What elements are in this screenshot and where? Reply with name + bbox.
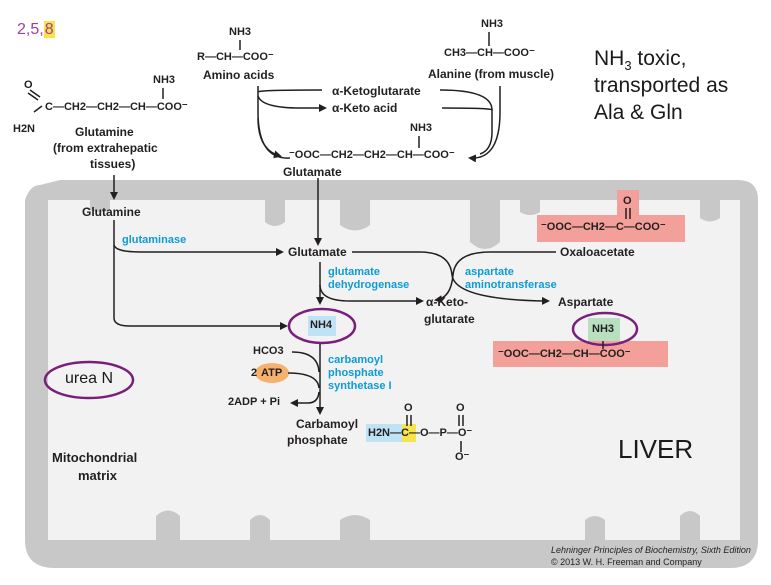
glutamate-dehydrogenase-line1: glutamate [328, 266, 380, 278]
glutamine-top-name3: tissues) [90, 157, 136, 171]
alpha-ketoglutarate-label: α-Ketoglutarate [332, 84, 421, 98]
glutamate-top-nh3: NH3 [410, 122, 433, 134]
glutamine-matrix-label: Glutamine [82, 205, 141, 219]
oxaloacetate-chain: ⁻OOC—CH2—C—COO⁻ [541, 221, 666, 233]
credit-line1: Lehninger Principles of Biochemistry, Si… [551, 545, 751, 555]
amino-acids-nh3: NH3 [229, 26, 252, 38]
nh4-circle [287, 307, 357, 345]
alpha-keto-acid-label: α-Keto acid [332, 101, 398, 115]
aspartate-nh3-highlight [588, 318, 620, 341]
aspartate-nh3-circle [571, 311, 639, 347]
atp-highlight [255, 363, 289, 383]
alanine-chain: CH3—CH—COO⁻ [444, 47, 535, 59]
nh3-note-sub: 3 [624, 58, 632, 74]
urea-n-circle [43, 360, 135, 400]
carbamoyl-structure: H2N—C—O—P—O⁻ [368, 427, 473, 439]
slide-tag-highlight: 8 [43, 21, 55, 38]
glutamate-dehydrogenase-line2: dehydrogenase [328, 279, 410, 291]
amino-acids-chain: R—CH—COO⁻ [197, 51, 274, 63]
alpha-ketoglutarate-matrix-line1: α-Keto- [426, 295, 469, 309]
carbamoyl-o-top: O [404, 402, 413, 414]
carbamoyl-c-highlight [402, 424, 416, 442]
hco3-label: HCO3 [253, 345, 284, 357]
oxaloacetate-o: O [623, 195, 632, 207]
nh4-highlight [308, 316, 336, 336]
glutamine-top-name1: Glutamine [75, 125, 134, 139]
carbamoyl-h2n-highlight [366, 424, 402, 442]
slide-tag: 2,5,8 [17, 21, 55, 38]
urea-n-label: urea N [65, 370, 114, 387]
nh3-note-line3: Ala & Gln [594, 101, 683, 124]
phosphate-o-top: O [456, 402, 465, 414]
nh3-note-nh: NH [594, 47, 625, 70]
glutamine-top-h2n: H2N [13, 123, 36, 135]
nh4-label: NH4 [310, 319, 333, 331]
aspartate-name: Aspartate [558, 295, 614, 309]
mitochondrion-matrix [48, 200, 740, 540]
glutamate-top-chain: ⁻OOC—CH2—CH2—CH—COO⁻ [289, 149, 455, 161]
glutaminase-label: glutaminase [122, 234, 187, 246]
cps1-line1: carbamoyl [328, 354, 384, 366]
alanine-name: Alanine (from muscle) [428, 67, 555, 81]
cps1-line2: phosphate [328, 367, 384, 379]
amino-acids-name: Amino acids [203, 68, 275, 82]
glutamine-top-nh3: NH3 [153, 74, 176, 86]
phosphate-o-bottom: O⁻ [455, 451, 470, 463]
oxaloacetate-highlight [537, 215, 685, 242]
nh3-note-line2: transported as [594, 74, 729, 97]
adp-label: 2ADP + Pi [228, 396, 281, 408]
glutamate-top-name: Glutamate [283, 165, 342, 179]
aspartate-highlight [493, 341, 668, 367]
atp-coef: 2 [251, 367, 258, 379]
cps1-line3: synthetase I [328, 380, 392, 392]
matrix-label-line1: Mitochondrial [52, 450, 138, 465]
glutamine-top-o: O [24, 79, 33, 91]
nh3-note-toxic: toxic, [631, 47, 687, 70]
atp-label: ATP [261, 367, 283, 379]
glutamate-matrix-label: Glutamate [288, 245, 347, 259]
carbamoyl-line2: phosphate [287, 433, 348, 447]
aspartate-chain: ⁻OOC—CH2—CH—COO⁻ [498, 348, 631, 360]
nh3-note-line1: NH3 toxic, [594, 46, 686, 74]
aspartate-aminotransferase-line2: aminotransferase [465, 279, 557, 291]
slide-tag-prefix: 2,5, [17, 21, 44, 38]
carbamoyl-line1: Carbamoyl [296, 417, 359, 431]
oxaloacetate-carbonyl-highlight [617, 190, 639, 217]
aspartate-nh3: NH3 [592, 323, 615, 335]
credit-line2: © 2013 W. H. Freeman and Company [551, 557, 702, 567]
glutamine-top-name2: (from extrahepatic [53, 141, 158, 155]
alanine-nh3: NH3 [481, 18, 504, 30]
oxaloacetate-name: Oxaloacetate [560, 245, 635, 259]
matrix-label-line2: matrix [78, 468, 118, 483]
alpha-ketoglutarate-matrix-line2: glutarate [424, 312, 475, 326]
aspartate-aminotransferase-line1: aspartate [465, 266, 514, 278]
liver-label: LIVER [618, 434, 694, 464]
glutamine-top-chain: C—CH2—CH2—CH—COO⁻ [45, 101, 188, 113]
